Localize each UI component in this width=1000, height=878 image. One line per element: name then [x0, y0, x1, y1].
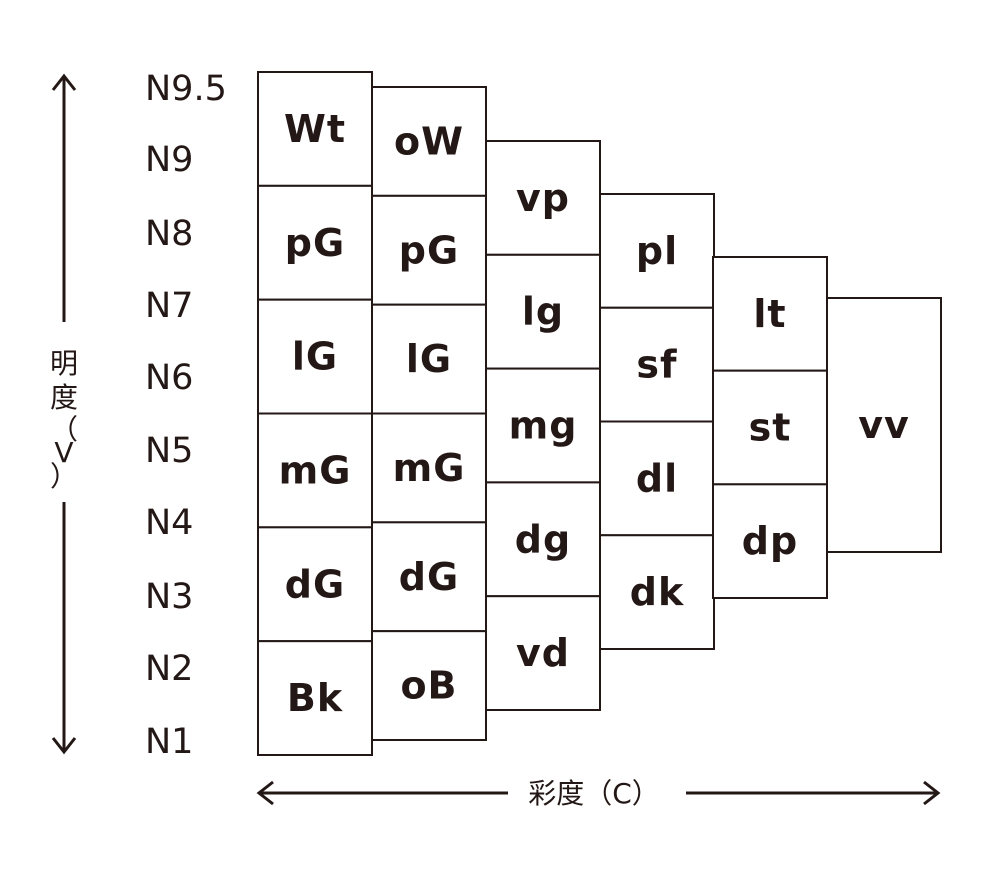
- tone-cell: dG: [371, 521, 487, 633]
- tick-label: N1: [145, 722, 193, 762]
- tone-cell: lG: [257, 298, 373, 415]
- tone-cell: lG: [371, 303, 487, 415]
- tone-cell-label: pG: [399, 228, 459, 272]
- tone-cell-box: [485, 481, 601, 598]
- tone-cell-label: dk: [630, 570, 684, 614]
- tone-cell-label: mG: [393, 446, 466, 490]
- tone-cell: pG: [257, 184, 373, 301]
- tone-cell-box: [371, 194, 487, 306]
- tone-cell: lt: [712, 256, 828, 372]
- vertical-axis-label-char: V: [54, 436, 73, 469]
- tone-cell-label: oW: [394, 119, 464, 163]
- tone-cell-label: mG: [279, 448, 352, 492]
- tone-cell-label: dG: [399, 555, 459, 599]
- vertical-axis-label-char: 明: [50, 347, 78, 380]
- tick-label: N3: [145, 577, 193, 617]
- tick-label: N5: [145, 431, 193, 471]
- horizontal-axis-right-arrow: [923, 780, 941, 806]
- tone-cell-label: dG: [285, 562, 345, 606]
- tone-cell-label: mg: [509, 404, 578, 448]
- tone-cell-label: lt: [753, 292, 786, 336]
- tone-cell-label: vd: [516, 631, 570, 675]
- tone-cell-label: lG: [292, 335, 338, 379]
- tone-cell-box: [485, 595, 601, 712]
- tone-cell: pG: [371, 194, 487, 306]
- tone-cell: dk: [599, 534, 715, 650]
- tone-cell: mg: [485, 367, 601, 484]
- tone-cell-box: [599, 306, 715, 423]
- vertical-axis-label-char: （: [50, 413, 78, 446]
- tone-cell-box: [599, 420, 715, 537]
- tone-cell: oB: [371, 630, 487, 742]
- vertical-axis-up-arrow: [51, 73, 77, 91]
- tone-cell: dp: [712, 483, 828, 600]
- vertical-axis-down-arrow: [51, 737, 77, 755]
- tone-cell: vd: [485, 595, 601, 712]
- vertical-axis-label-char: 度: [50, 381, 78, 414]
- tick-label: N9: [145, 140, 193, 180]
- vertical-axis-label: 明度（V）: [50, 347, 78, 493]
- tone-cell: vp: [485, 140, 601, 256]
- tone-cell-box: [599, 534, 715, 650]
- tone-cell: Wt: [257, 71, 373, 187]
- tone-cell-box: [257, 412, 373, 529]
- horizontal-axis-left-arrow: [256, 780, 274, 806]
- tone-cell-label: dl: [636, 456, 678, 500]
- tone-cells: Wt pG lG mG dG Bk oW pG lG mG dG oB vp lg mg dg vd pl sf dl…: [257, 71, 942, 757]
- tone-cell: dg: [485, 481, 601, 598]
- tone-cell-label: lG: [406, 337, 452, 381]
- tone-cell-box: [371, 412, 487, 524]
- tone-cell-label: pG: [285, 221, 345, 265]
- tone-cell: pl: [599, 193, 715, 309]
- tick-label: N6: [145, 358, 193, 398]
- tick-label: N8: [145, 214, 193, 254]
- tone-cell-label: sf: [636, 343, 677, 387]
- tone-cell: oW: [371, 86, 487, 197]
- tick-label: N2: [145, 649, 193, 689]
- tone-cell: vv: [826, 297, 942, 553]
- tone-cell-box: [257, 71, 373, 187]
- tone-cell-box: [826, 297, 942, 553]
- tone-cell-label: dp: [742, 519, 798, 563]
- tone-cell-label: vp: [516, 176, 570, 220]
- tick-label: N4: [145, 503, 193, 543]
- tone-cell-box: [712, 369, 828, 486]
- tone-cell-box: [599, 193, 715, 309]
- tone-cell: st: [712, 369, 828, 486]
- tone-cell-box: [485, 367, 601, 484]
- vertical-axis-label-char: ）: [50, 460, 78, 493]
- tone-cell-label: dg: [515, 517, 571, 561]
- tone-cell-box: [257, 640, 373, 757]
- tone-cell: mG: [371, 412, 487, 524]
- tick-label: N7: [145, 286, 193, 326]
- tone-cell-label: Bk: [287, 676, 343, 720]
- horizontal-axis-label: 彩度（C）: [528, 777, 660, 810]
- tone-cell: lg: [485, 253, 601, 370]
- tone-cell: dG: [257, 526, 373, 643]
- tone-cell: Bk: [257, 640, 373, 757]
- tone-cell: dl: [599, 420, 715, 537]
- tick-label: N9.5: [145, 69, 227, 109]
- tone-cell-box: [371, 630, 487, 742]
- tone-cell: mG: [257, 412, 373, 529]
- tone-cell-label: Wt: [284, 107, 346, 151]
- tone-cell-label: oB: [400, 664, 457, 708]
- tone-cell-label: vv: [858, 403, 910, 447]
- tone-cell-label: pl: [636, 229, 678, 273]
- tone-cell-label: st: [749, 406, 792, 450]
- tone-cell: sf: [599, 306, 715, 423]
- tone-cell-label: lg: [522, 290, 564, 334]
- tone-cell-box: [485, 253, 601, 370]
